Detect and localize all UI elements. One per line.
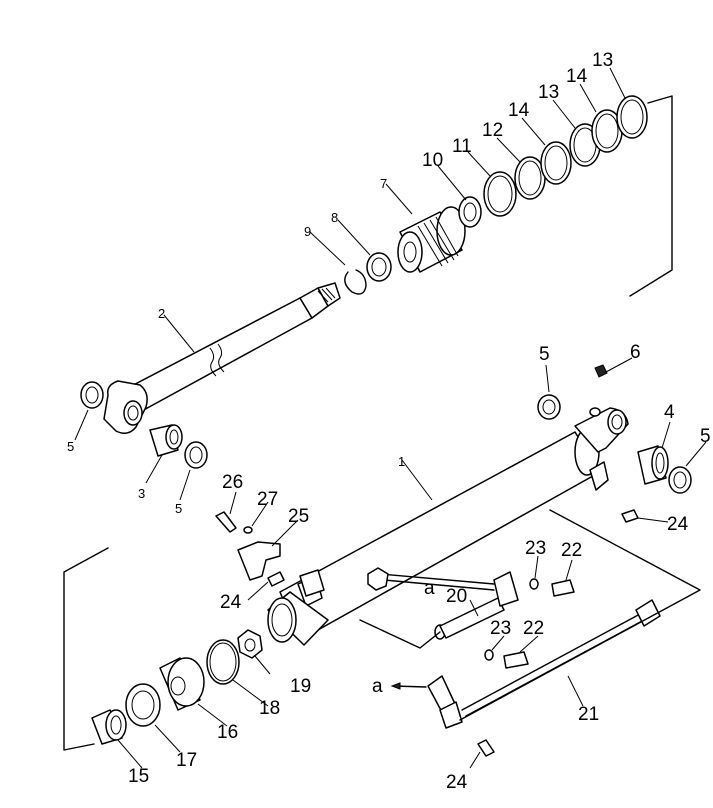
ring-13-b (616, 95, 648, 139)
label-20: 20 (446, 586, 467, 607)
label-22-upper: 22 (561, 540, 582, 561)
bolt-22-lower (503, 651, 529, 669)
label-22-lower: 22 (523, 618, 544, 639)
label-8: 8 (331, 210, 338, 225)
ring-14-a (540, 141, 572, 185)
fitting-24-bottom (477, 739, 495, 757)
bushing-3 (149, 424, 183, 457)
part-labels: 1 2 3 5 5 5 5 4 6 7 8 9 10 11 12 14 13 1… (67, 50, 711, 793)
label-6: 6 (630, 342, 641, 363)
fitting-24-right (621, 509, 639, 523)
dust-seal-5-tube-top (537, 394, 561, 420)
lower-left-bracket (63, 547, 109, 751)
label-5-right: 5 (700, 426, 711, 447)
hose-20 (367, 567, 519, 640)
label-23-lower: 23 (490, 618, 511, 639)
clamp-25 (237, 541, 281, 581)
wear-ring-10 (458, 196, 482, 228)
label-24-bottom: 24 (446, 772, 468, 793)
washer-23-lower (484, 649, 494, 661)
label-27: 27 (257, 489, 278, 510)
label-25: 25 (288, 506, 309, 527)
snap-ring-9 (344, 269, 367, 295)
label-5-tube: 5 (539, 344, 550, 365)
hose-bracket (359, 619, 441, 649)
upper-bracket (629, 95, 673, 297)
cylinder-head (267, 591, 329, 646)
label-18: 18 (259, 698, 280, 719)
label-24-left: 24 (220, 592, 242, 613)
nut-8 (366, 252, 392, 282)
label-14-a: 14 (508, 100, 530, 121)
grease-fitting-6 (594, 364, 608, 378)
bushing-4 (637, 445, 669, 485)
piston-16 (159, 657, 205, 711)
label-24-right: 24 (667, 514, 689, 535)
washer-27 (243, 526, 253, 534)
fitting-24-left (267, 571, 285, 587)
label-14-b: 14 (566, 66, 588, 87)
leader-lines (74, 67, 707, 769)
ring-12 (514, 156, 546, 200)
o-ring-18 (206, 639, 240, 685)
clip-block (299, 569, 325, 597)
bolt-22-upper (551, 579, 575, 597)
label-23-upper: 23 (525, 538, 546, 559)
label-15: 15 (128, 766, 149, 787)
piston-rod (103, 282, 341, 434)
nut-19 (237, 629, 263, 659)
tube-21-bracket (459, 509, 701, 721)
ring-14-b (591, 109, 623, 153)
label-9: 9 (304, 224, 311, 239)
label-13-b: 13 (592, 50, 613, 71)
label-3: 3 (138, 486, 145, 501)
bolt-26 (215, 511, 237, 533)
label-21: 21 (578, 704, 599, 725)
label-5-bushing: 5 (175, 501, 182, 516)
dust-seal-5-bushing (184, 441, 208, 469)
label-ref-a-upper: a (424, 578, 435, 599)
label-10: 10 (422, 150, 443, 171)
label-7: 7 (380, 176, 387, 191)
label-19: 19 (290, 676, 311, 697)
piston-7 (397, 206, 466, 273)
label-16: 16 (217, 722, 238, 743)
label-26: 26 (222, 472, 243, 493)
label-13-a: 13 (538, 82, 559, 103)
washer-23-upper (529, 578, 539, 590)
bushing-15 (91, 709, 127, 745)
label-4: 4 (664, 402, 675, 423)
ring-11 (483, 171, 517, 217)
label-ref-a-lower: a (372, 676, 383, 697)
label-11: 11 (452, 136, 472, 157)
label-2: 2 (158, 306, 165, 321)
dust-seal-5-right (668, 466, 692, 494)
label-12: 12 (482, 120, 503, 141)
rod-packing-17 (125, 683, 161, 727)
label-1: 1 (398, 454, 405, 469)
label-5-rod: 5 (67, 439, 74, 454)
label-17: 17 (176, 750, 197, 771)
dust-seal-5-rod (80, 381, 104, 409)
tube-21-elbow (427, 675, 463, 729)
